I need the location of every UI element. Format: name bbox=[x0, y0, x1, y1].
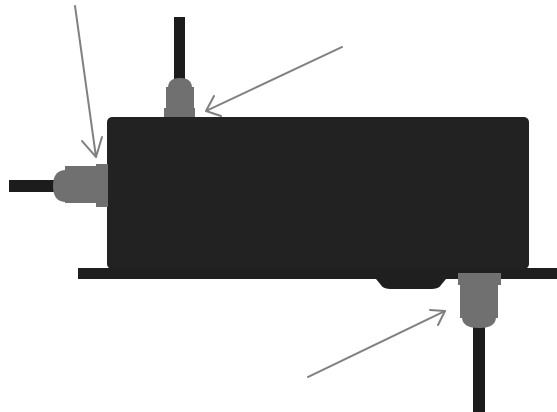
callout-arrow-left-gland-head bbox=[81, 136, 103, 158]
mounting-plate-foot bbox=[376, 279, 446, 289]
mounting-plate-bar bbox=[78, 268, 557, 279]
cable-gland-left-nut bbox=[65, 166, 97, 203]
cable-top-wire bbox=[174, 17, 185, 83]
callout-arrows bbox=[74, 5, 446, 378]
mounting-plate bbox=[78, 268, 557, 289]
callout-arrow-bottom-gland-head bbox=[429, 309, 446, 326]
callout-arrow-top-gland-shaft bbox=[205, 46, 343, 112]
callout-arrow-bottom-gland bbox=[307, 309, 446, 378]
cable-top bbox=[174, 17, 185, 83]
cable-gland-left-cap bbox=[53, 170, 66, 202]
cable-gland-bottom-cap bbox=[462, 317, 496, 328]
callout-arrow-left-gland-shaft bbox=[74, 5, 97, 158]
callout-arrow-top-gland bbox=[205, 46, 343, 117]
cable-bottom bbox=[473, 320, 485, 412]
cable-gland-top-cap bbox=[168, 78, 192, 88]
cable-gland-bottom-base bbox=[458, 273, 501, 285]
enclosure-body bbox=[107, 117, 529, 269]
cable-gland-top-nut bbox=[166, 87, 194, 109]
cable-gland-left-base bbox=[96, 164, 108, 207]
cable-left-wire bbox=[9, 180, 59, 192]
callout-arrow-left-gland bbox=[74, 5, 103, 158]
cable-gland-left bbox=[53, 164, 108, 207]
cable-bottom-wire bbox=[473, 320, 485, 412]
cable-gland-top bbox=[164, 78, 195, 117]
callout-arrow-top-gland-head bbox=[205, 95, 222, 117]
cable-gland-bottom-nut bbox=[460, 284, 498, 318]
cable-gland-top-base bbox=[164, 108, 195, 117]
cable-gland-bottom bbox=[458, 273, 501, 328]
callout-arrow-bottom-gland-shaft bbox=[307, 310, 446, 378]
cable-left bbox=[9, 180, 59, 192]
enclosure-box bbox=[107, 117, 529, 269]
